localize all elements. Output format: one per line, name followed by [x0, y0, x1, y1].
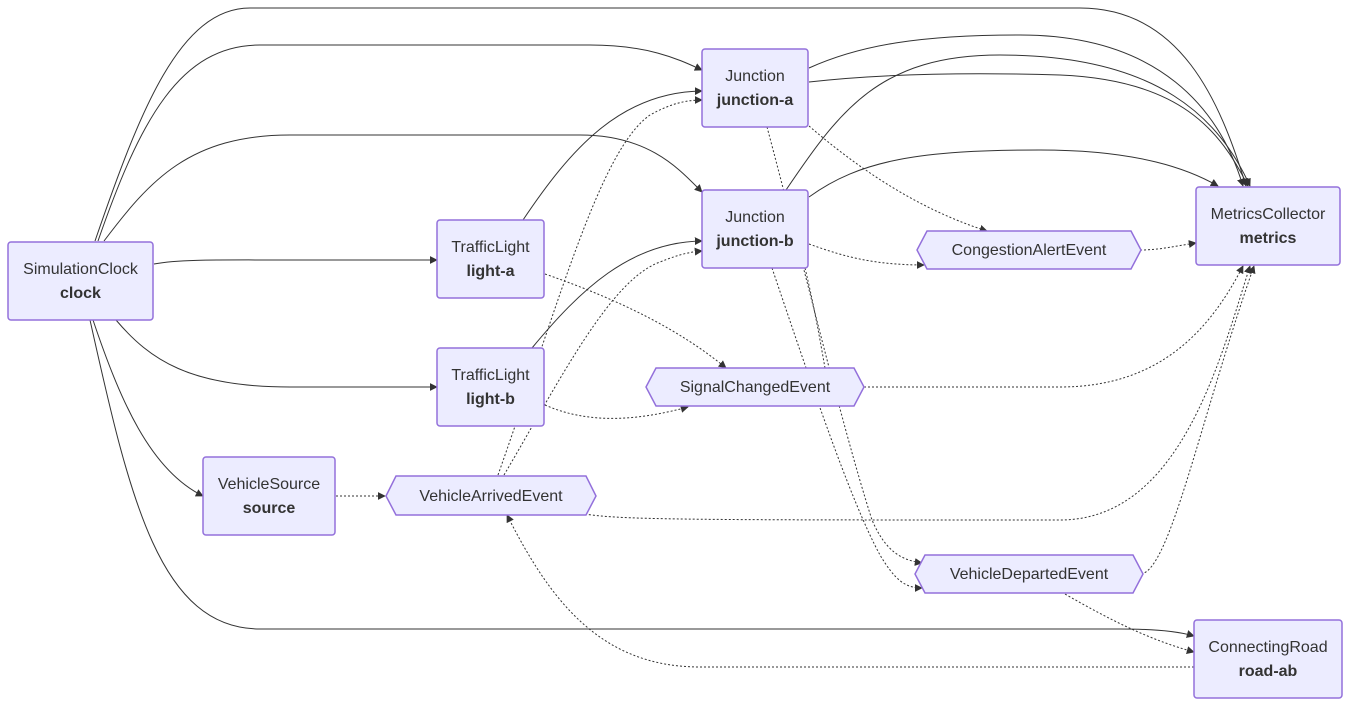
- edge-vehicle-arrived-to-metrics: [584, 265, 1252, 521]
- edge-junction-a-to-vehicle-departed: [766, 126, 923, 566]
- edge-junction-a-to-congestion-alert: [808, 125, 988, 233]
- edge-junction-b-to-vehicle-departed: [771, 267, 923, 592]
- node-road-ab[interactable]: ConnectingRoad road-ab: [1193, 619, 1343, 699]
- node-metrics-type: MetricsCollector: [1211, 206, 1326, 223]
- node-road-ab-type: ConnectingRoad: [1208, 639, 1327, 656]
- event-congestion-alert[interactable]: CongestionAlertEvent: [916, 230, 1142, 270]
- node-road-ab-name: road-ab: [1239, 663, 1298, 680]
- node-junction-b-name: junction-b: [715, 233, 794, 250]
- event-signal-changed-label: SignalChangedEvent: [680, 379, 831, 396]
- node-junction-a[interactable]: Junction junction-a: [701, 48, 809, 128]
- edge-clock-to-junction-a: [97, 44, 703, 242]
- edge-junction-b-to-metrics-2: [808, 149, 1219, 198]
- node-clock-name: clock: [60, 285, 101, 302]
- edge-junction-a-to-metrics-1: [808, 34, 1245, 187]
- node-metrics-name: metrics: [1240, 230, 1297, 247]
- node-light-a[interactable]: TrafficLight light-a: [436, 219, 545, 299]
- event-vehicle-arrived[interactable]: VehicleArrivedEvent: [385, 475, 597, 516]
- edge-road-ab-to-vehicle-arrived: [506, 514, 1194, 668]
- event-vehicle-arrived-label: VehicleArrivedEvent: [419, 488, 563, 505]
- edge-vehicle-departed-to-road-ab: [1064, 593, 1195, 654]
- node-metrics[interactable]: MetricsCollector metrics: [1195, 186, 1341, 266]
- edge-clock-to-source: [92, 319, 204, 497]
- node-light-a-name: light-a: [467, 263, 515, 280]
- edge-light-b-to-junction-b: [531, 237, 703, 349]
- node-junction-b-type: Junction: [725, 209, 785, 226]
- edge-light-a-to-signal-changed: [544, 273, 727, 369]
- edge-light-a-to-junction-a: [522, 87, 703, 221]
- event-vehicle-departed-label: VehicleDepartedEvent: [950, 566, 1109, 583]
- node-clock-type: SimulationClock: [23, 261, 139, 278]
- node-clock[interactable]: SimulationClock clock: [7, 241, 154, 321]
- edge-light-b-to-signal-changed: [544, 404, 689, 419]
- edge-junction-a-to-metrics-2: [808, 73, 1249, 187]
- edge-clock-to-light-b: [115, 319, 438, 391]
- edge-signal-changed-to-metrics: [864, 265, 1244, 388]
- node-source-name: source: [243, 500, 296, 517]
- edge-vehicle-departed-to-metrics: [1140, 265, 1256, 575]
- edge-clock-to-light-a: [153, 256, 438, 265]
- event-congestion-alert-label: CongestionAlertEvent: [952, 242, 1107, 259]
- edges: [89, 7, 1256, 668]
- node-light-b-type: TrafficLight: [451, 367, 530, 384]
- edge-junction-b-to-metrics-1: [785, 54, 1251, 191]
- event-vehicle-departed[interactable]: VehicleDepartedEvent: [914, 554, 1144, 594]
- node-light-b-name: light-b: [466, 391, 515, 408]
- edge-congestion-alert-to-metrics: [1139, 240, 1197, 251]
- node-light-a-type: TrafficLight: [451, 239, 530, 256]
- node-light-b[interactable]: TrafficLight light-b: [436, 347, 545, 427]
- node-junction-a-name: junction-a: [716, 92, 794, 109]
- event-signal-changed[interactable]: SignalChangedEvent: [645, 367, 865, 407]
- node-junction-b[interactable]: Junction junction-b: [701, 189, 809, 269]
- edge-clock-to-road-ab: [89, 319, 1195, 638]
- node-source-type: VehicleSource: [218, 476, 320, 493]
- edge-signal-changed-to-junction-b: [804, 267, 826, 369]
- edge-clock-to-metrics-1: [94, 7, 1248, 242]
- edge-clock-to-junction-b: [103, 134, 703, 242]
- edge-junction-b-to-congestion-alert: [808, 243, 925, 269]
- node-junction-a-type: Junction: [725, 68, 785, 85]
- node-source[interactable]: VehicleSource source: [202, 456, 336, 536]
